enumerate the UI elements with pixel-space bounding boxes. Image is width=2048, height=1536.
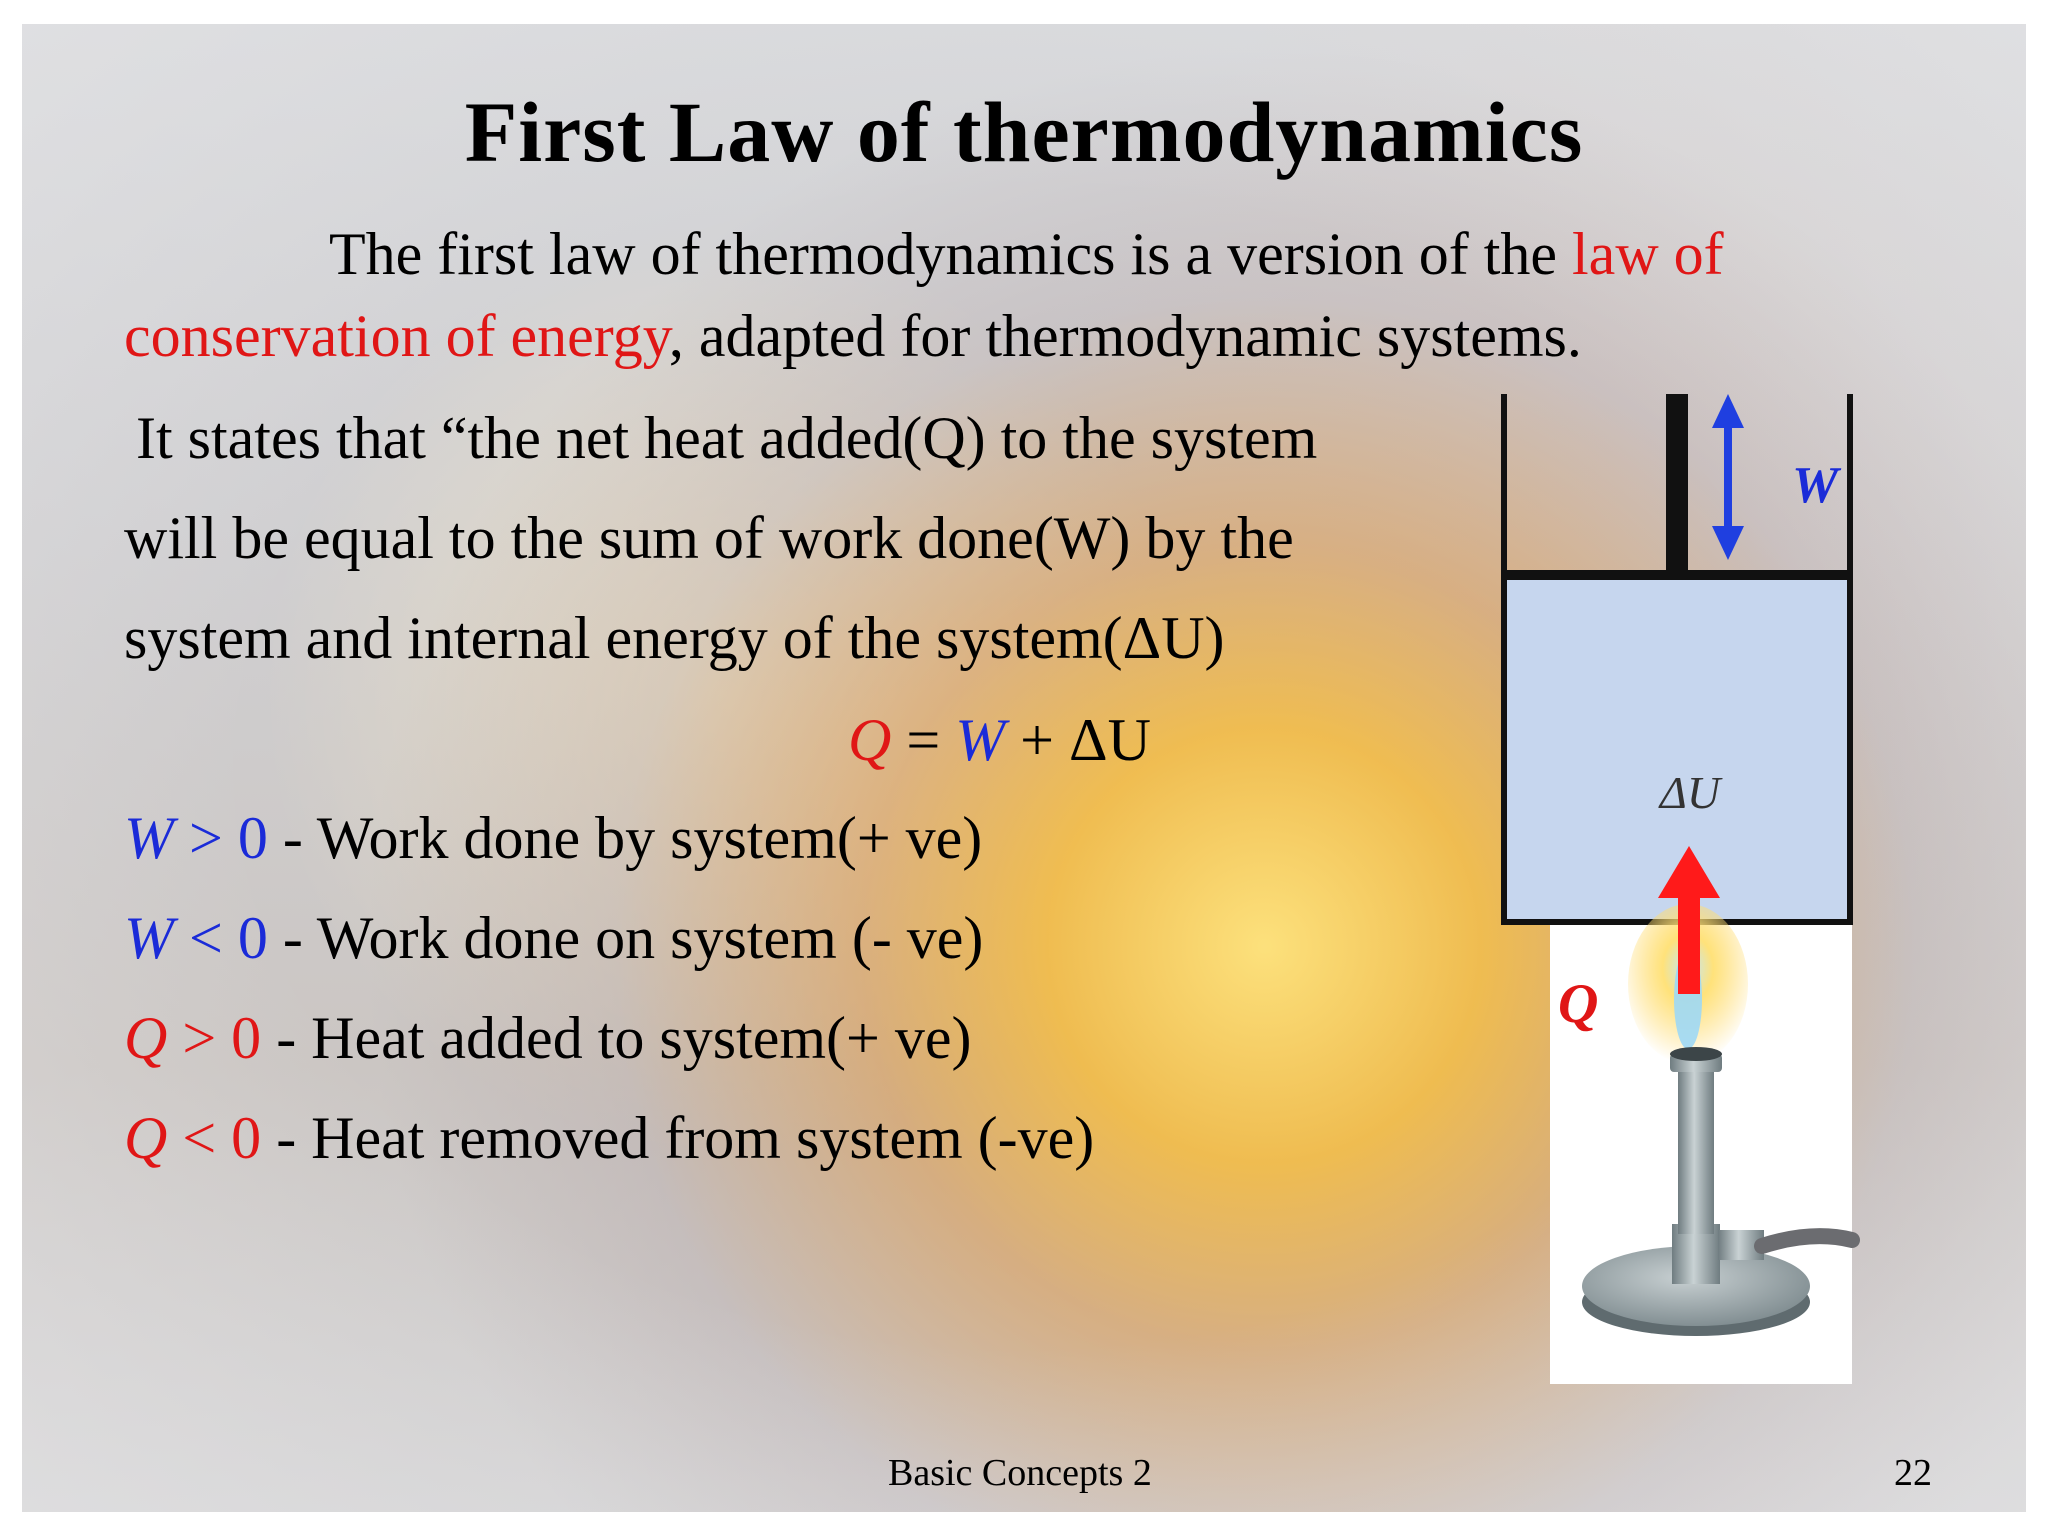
work-arrow <box>1712 394 1744 560</box>
piston-rod <box>1666 394 1688 574</box>
footer-center: Basic Concepts 2 <box>888 1452 1152 1494</box>
page-number: 22 <box>1894 1452 1932 1494</box>
statement-line-2: will be equal to the sum of work done(W)… <box>124 505 1294 571</box>
heat-label: Q <box>1558 973 1598 1035</box>
intro-line-2: conservation of energy, adapted for ther… <box>124 303 1582 369</box>
equation: Q = W + ΔU <box>848 707 1151 773</box>
heat-arrow <box>1658 846 1720 994</box>
intro-line-1: The first law of thermodynamics is a ver… <box>329 221 1724 287</box>
work-label: W <box>1792 457 1842 514</box>
piston-head <box>1504 570 1850 580</box>
piston-burner-diagram: W ΔU Q <box>1501 394 1860 1384</box>
condition-q-positive: Q > 0 - Heat added to system(+ ve) <box>124 1005 972 1071</box>
statement-line-1: It states that “the net heat added(Q) to… <box>136 405 1318 471</box>
slide-title: First Law of thermodynamics <box>464 84 1584 180</box>
condition-w-positive: W > 0 - Work done by system(+ ve) <box>124 805 983 871</box>
gas-region <box>1504 580 1850 920</box>
internal-energy-label: ΔU <box>1658 767 1723 818</box>
condition-q-negative: Q < 0 - Heat removed from system (-ve) <box>124 1105 1095 1171</box>
statement-line-3: system and internal energy of the system… <box>124 605 1225 671</box>
bunsen-burner <box>1582 1047 1860 1336</box>
slide: First Law of thermodynamics The first la… <box>22 24 2026 1512</box>
condition-w-negative: W < 0 - Work done on system (- ve) <box>124 905 984 971</box>
